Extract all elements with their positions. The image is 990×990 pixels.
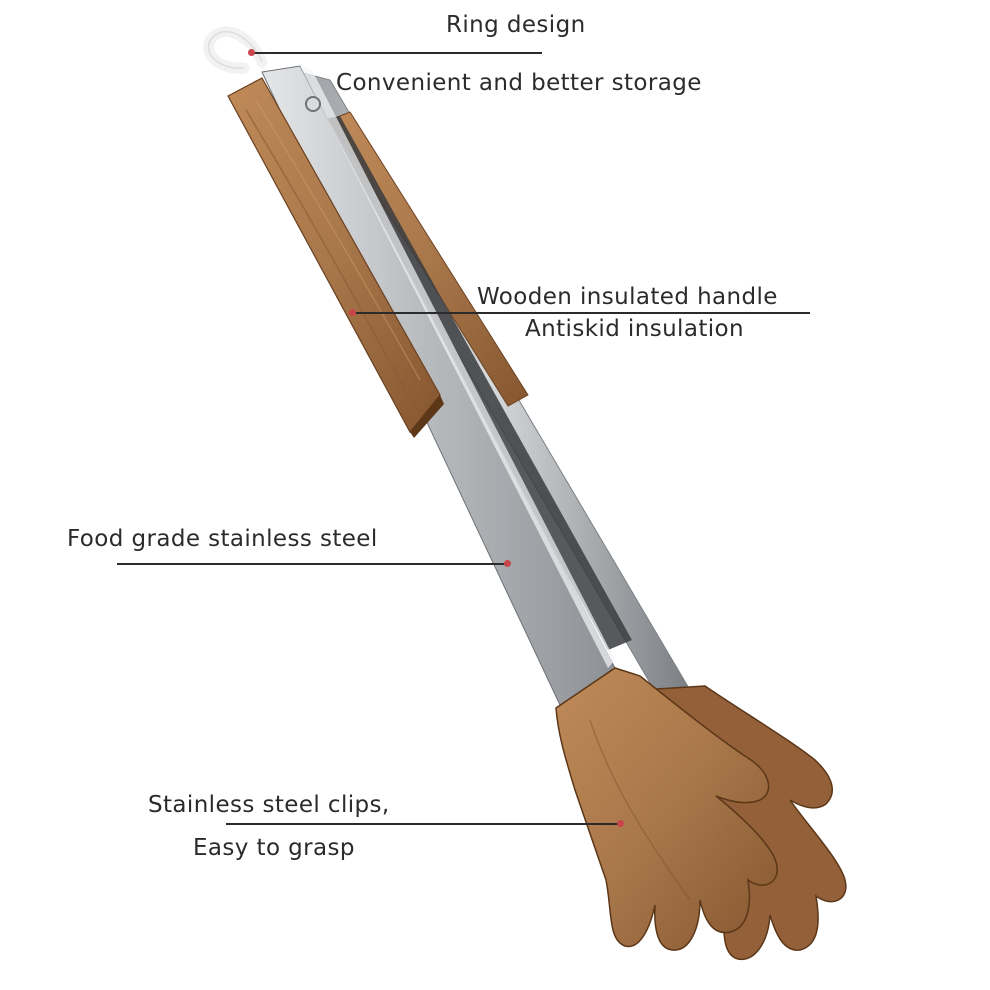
steel-leader-line <box>117 563 507 565</box>
steel-title: Food grade stainless steel <box>67 526 378 552</box>
ring-subtitle: Convenient and better storage <box>336 70 702 96</box>
clips-title: Stainless steel clips, <box>148 792 390 818</box>
ring-marker-dot <box>248 49 255 56</box>
clips-leader-line <box>226 823 620 825</box>
handle-title: Wooden insulated handle <box>477 284 778 310</box>
handle-subtitle: Antiskid insulation <box>525 316 744 342</box>
rivet <box>305 96 321 112</box>
handle-leader-line <box>355 312 810 314</box>
front-steel-arm <box>261 65 616 706</box>
ring-title: Ring design <box>446 12 586 38</box>
back-wood-handle <box>329 111 529 407</box>
steel-marker-dot <box>504 560 511 567</box>
clips-marker-dot <box>617 820 624 827</box>
clips-subtitle: Easy to grasp <box>193 835 355 861</box>
ring-leader-line <box>254 52 542 54</box>
handle-marker-dot <box>349 309 356 316</box>
front-wood-claw <box>555 667 778 951</box>
